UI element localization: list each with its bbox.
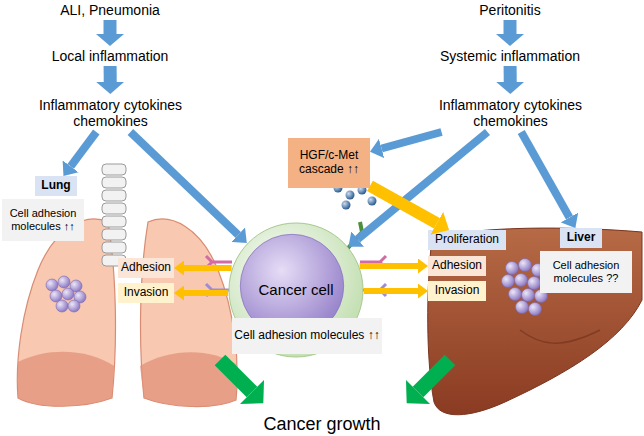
pathway-box: HGF/c-Met cascade ↑↑ xyxy=(288,138,370,188)
node-text: Cancer cell xyxy=(258,281,333,298)
tumor-cell xyxy=(62,288,74,300)
note-box: Cell adhesion molecules ?? xyxy=(540,251,632,293)
liver-lobe-line xyxy=(520,330,600,343)
note-box: Cell adhesion molecules ↑↑ xyxy=(232,318,382,354)
node-text: Cell adhesion molecules ↑↑ xyxy=(234,329,379,343)
liver-shape xyxy=(428,228,642,415)
vertebra xyxy=(102,190,126,201)
outcome-label: Cancer growth xyxy=(222,413,422,436)
arrow-connector xyxy=(104,66,117,82)
vertebra xyxy=(102,216,126,227)
process-box: Invasion xyxy=(428,281,486,301)
node-text: HGF/c-Met cascade ↑↑ xyxy=(290,149,368,177)
adhesion-molecule xyxy=(360,284,386,296)
adhesion-molecule xyxy=(206,256,232,268)
tumor-cell xyxy=(529,303,542,316)
organ-label: Liver xyxy=(560,228,602,248)
arrow-connector xyxy=(504,20,517,34)
growth-arrow xyxy=(418,360,450,392)
process-box: Adhesion xyxy=(118,258,174,278)
arrow-connector xyxy=(382,132,442,149)
arrow-connector xyxy=(104,20,117,34)
process-box: Proliferation xyxy=(428,230,506,250)
tumor-cell xyxy=(516,301,529,314)
node-text: Systemic inflammation xyxy=(440,48,580,64)
note-box: Cell adhesion molecules ↑↑ xyxy=(2,199,84,241)
arrow-connector xyxy=(370,186,437,223)
vertebra xyxy=(102,164,126,175)
process-box: Invasion xyxy=(118,283,174,303)
organ-label: Lung xyxy=(35,176,77,196)
tumor-cell xyxy=(519,259,532,272)
node-text: ALI, Pneumonia xyxy=(60,2,160,18)
tumor-cell xyxy=(528,277,541,290)
tumor-cell xyxy=(506,262,519,275)
process-text: Local inflammation xyxy=(40,46,180,66)
tumor-cell xyxy=(58,276,70,288)
arrow-connector xyxy=(184,265,232,271)
arrow-connector xyxy=(130,132,238,235)
ligand-dot xyxy=(368,197,377,206)
lung-lobe xyxy=(18,352,114,406)
adhesion-molecule xyxy=(206,284,232,296)
growth-arrow xyxy=(220,360,252,392)
ligand-dot xyxy=(342,201,351,210)
node-text: Cell adhesion molecules ?? xyxy=(542,259,630,284)
node-text: Cell adhesion molecules ↑↑ xyxy=(4,207,82,232)
node-text: Invasion xyxy=(124,286,169,300)
tumor-cell xyxy=(56,300,68,312)
mediator-text: Inflammatory cytokines chemokines xyxy=(428,94,593,132)
node-text: Proliferation xyxy=(435,233,499,247)
arrow-connector xyxy=(364,288,418,294)
process-text: Systemic inflammation xyxy=(435,46,585,66)
ligand-dot xyxy=(346,191,355,200)
tumor-cell xyxy=(509,288,522,301)
node-text: Inflammatory cytokines chemokines xyxy=(28,97,193,129)
node-text: Inflammatory cytokines chemokines xyxy=(428,97,593,129)
arrow-connector xyxy=(71,132,97,166)
tumor-cell xyxy=(515,274,528,287)
lung-left xyxy=(17,219,115,406)
receptor-symbol xyxy=(348,222,372,248)
node-text: Local inflammation xyxy=(52,48,169,64)
cause-text: ALI, Pneumonia xyxy=(45,0,175,20)
node-text: Peritonitis xyxy=(479,2,540,18)
node-text: Liver xyxy=(567,231,596,245)
lung-right xyxy=(141,219,238,406)
vertebra xyxy=(102,177,126,188)
vertebra xyxy=(102,242,126,253)
vertebra xyxy=(102,203,126,214)
arrow-connector xyxy=(184,290,228,296)
tumor-cell xyxy=(522,289,535,302)
tumor-cell xyxy=(502,275,515,288)
node-text: Lung xyxy=(41,179,70,193)
arrow-connector xyxy=(360,263,418,269)
mediator-text: Inflammatory cytokines chemokines xyxy=(28,94,193,132)
vertebra xyxy=(102,229,126,240)
node-text: Adhesion xyxy=(121,261,171,275)
arrow-connector xyxy=(504,66,517,82)
adhesion-molecule xyxy=(360,256,386,268)
arrow-connector xyxy=(521,132,569,218)
arrow-connector xyxy=(358,132,488,239)
tumor-cell xyxy=(46,279,58,291)
process-box: Adhesion xyxy=(428,256,486,276)
cause-text: Peritonitis xyxy=(450,0,570,20)
node-text: Invasion xyxy=(435,284,480,298)
node-text: Adhesion xyxy=(432,259,482,273)
tumor-cell xyxy=(68,300,80,312)
